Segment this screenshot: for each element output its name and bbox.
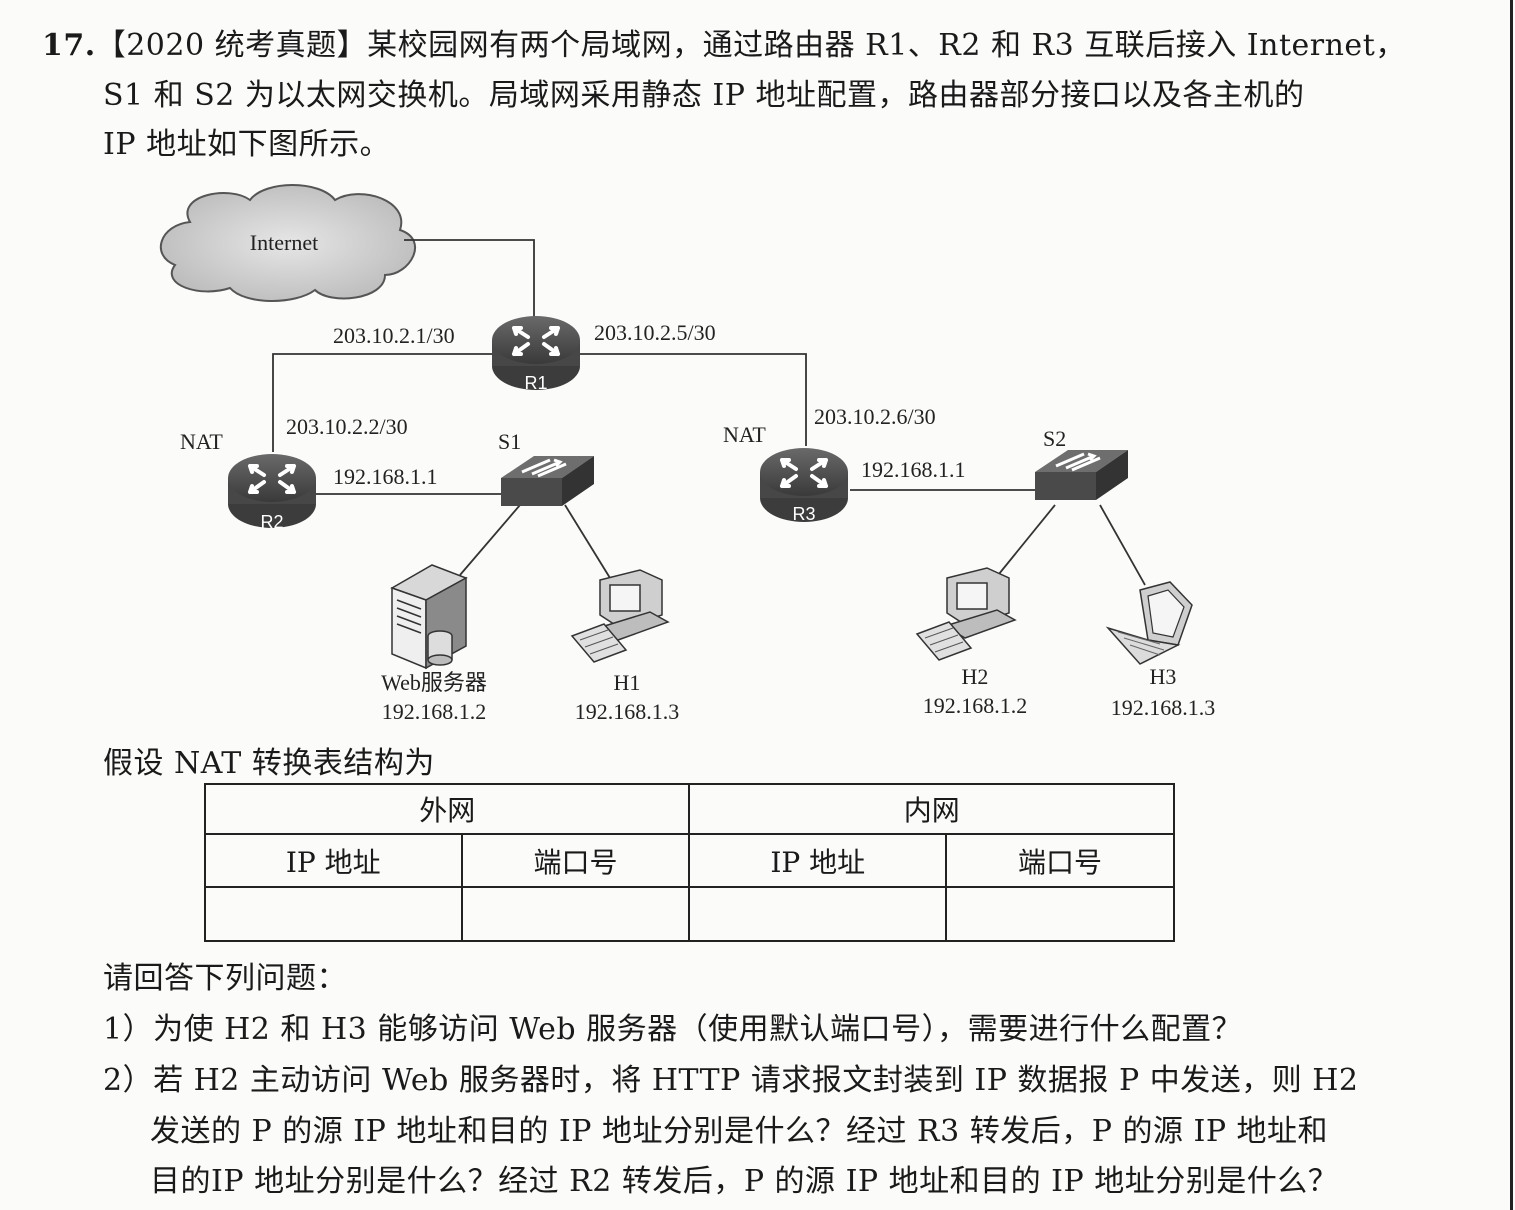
web-server-label: Web服务器 bbox=[381, 670, 487, 695]
s1-label: S1 bbox=[498, 429, 521, 454]
sub-question-2-line-2: 发送的 P 的源 IP 地址和目的 IP 地址分别是什么？经过 R3 转发后，P… bbox=[150, 1114, 1329, 1149]
nat-table-group-row: 外网 内网 bbox=[203, 783, 1175, 835]
r2-lan-ip: 192.168.1.1 bbox=[333, 464, 438, 489]
network-links bbox=[272, 239, 1146, 586]
question-line-3: IP 地址如下图所示。 bbox=[103, 127, 391, 162]
question-line-1: 17.【2020 统考真题】某校园网有两个局域网，通过路由器 R1、R2 和 R… bbox=[42, 20, 1406, 64]
s2-label: S2 bbox=[1043, 426, 1066, 451]
switch-s2-icon bbox=[1033, 448, 1130, 502]
h3-ip: 192.168.1.3 bbox=[1111, 695, 1216, 720]
question-text-1: 【2020 统考真题】某校园网有两个局域网，通过路由器 R1、R2 和 R3 互… bbox=[95, 28, 1406, 63]
h1-ip: 192.168.1.3 bbox=[575, 699, 680, 724]
h3-laptop-icon bbox=[1105, 581, 1193, 665]
sub-question-2-line-1: 2）若 H2 主动访问 Web 服务器时，将 HTTP 请求报文封装到 IP 数… bbox=[103, 1063, 1359, 1098]
sub-question-2-line-3: 目的IP 地址分别是什么？经过 R2 转发后，P 的源 IP 地址和目的 IP … bbox=[150, 1164, 1339, 1199]
nat-inner-port-header: 端口号 bbox=[945, 833, 1175, 888]
r3-wan-ip: 203.10.2.6/30 bbox=[814, 404, 936, 429]
nat-table-header-row: IP 地址 端口号 IP 地址 端口号 bbox=[204, 833, 1175, 888]
nat-inner-ip-header: IP 地址 bbox=[688, 833, 948, 888]
web-server-icon bbox=[390, 564, 468, 670]
nat-cell-empty bbox=[204, 886, 463, 942]
h2-label: H2 bbox=[962, 664, 989, 689]
question-line-2: S1 和 S2 为以太网交换机。局域网采用静态 IP 地址配置，路由器部分接口以… bbox=[103, 78, 1305, 113]
h2-ip: 192.168.1.2 bbox=[923, 693, 1028, 718]
h2-computer-icon bbox=[915, 567, 1017, 661]
r3-lan-ip: 192.168.1.1 bbox=[861, 457, 966, 482]
question-number: 17. bbox=[42, 28, 96, 63]
network-diagram: Internet R1 R2 R3 bbox=[159, 184, 1216, 724]
sub-question-1: 1）为使 H2 和 H3 能够访问 Web 服务器（使用默认端口号），需要进行什… bbox=[103, 1012, 1243, 1047]
h3-label: H3 bbox=[1150, 664, 1177, 689]
nat-cell-empty bbox=[945, 886, 1175, 942]
nat-inner-header: 内网 bbox=[688, 783, 1175, 835]
r2-label: R2 bbox=[260, 512, 283, 532]
nat-table-empty-row bbox=[204, 886, 1175, 942]
nat-cell-empty bbox=[688, 886, 948, 942]
r1-label: R1 bbox=[524, 373, 547, 393]
switch-s1-icon bbox=[499, 454, 596, 508]
r2-wan-ip: 203.10.2.2/30 bbox=[286, 414, 408, 439]
internet-label: Internet bbox=[250, 230, 318, 255]
h1-label: H1 bbox=[614, 670, 641, 695]
nat-cell-empty bbox=[460, 886, 691, 942]
page-edge bbox=[1510, 0, 1513, 1210]
internet-cloud-icon bbox=[159, 184, 416, 302]
web-server-ip: 192.168.1.2 bbox=[382, 699, 487, 724]
r3-nat-label: NAT bbox=[723, 422, 766, 447]
nat-table: 外网 内网 IP 地址 端口号 IP 地址 端口号 bbox=[203, 783, 1175, 942]
r2-nat-label: NAT bbox=[180, 429, 223, 454]
r1-left-ip: 203.10.2.1/30 bbox=[333, 323, 455, 348]
nat-intro: 假设 NAT 转换表结构为 bbox=[103, 746, 435, 781]
answer-prompt: 请回答下列问题： bbox=[103, 961, 347, 996]
nat-outer-port-header: 端口号 bbox=[460, 833, 691, 888]
r1-right-ip: 203.10.2.5/30 bbox=[594, 320, 716, 345]
nat-outer-header: 外网 bbox=[203, 783, 691, 835]
r3-label: R3 bbox=[792, 504, 815, 524]
nat-outer-ip-header: IP 地址 bbox=[204, 833, 463, 888]
h1-computer-icon bbox=[570, 569, 670, 663]
